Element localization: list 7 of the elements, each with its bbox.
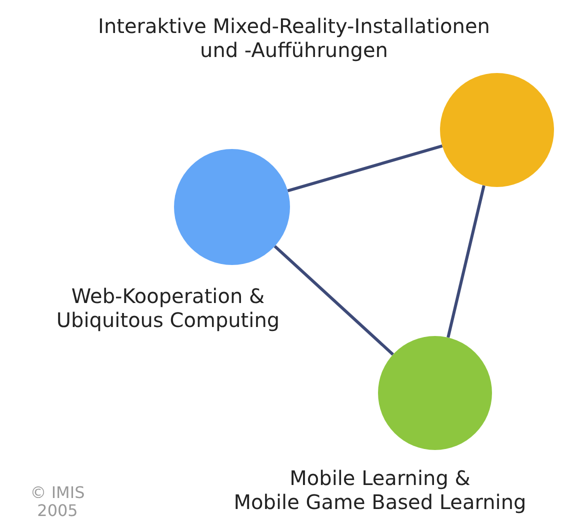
node-label: Web-Kooperation & Ubiquitous Computing — [55, 284, 281, 332]
node-label: Interaktive Mixed-Reality-Installationen und -Aufführungen — [97, 14, 491, 62]
copyright-note: © IMIS 2005 — [29, 484, 86, 520]
node-label: Mobile Learning & Mobile Game Based Learning — [232, 466, 528, 514]
connector-line — [446, 185, 486, 338]
connector-line — [287, 144, 443, 192]
connector-line — [274, 245, 394, 356]
